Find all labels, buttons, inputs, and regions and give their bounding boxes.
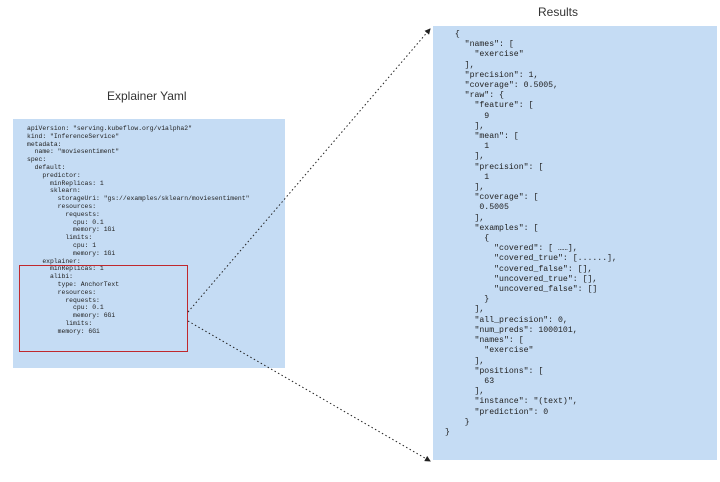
- json-line: ],: [445, 152, 485, 162]
- json-line: ],: [445, 60, 475, 70]
- json-line: "mean": [: [445, 132, 519, 142]
- yaml-line: metadata:: [27, 140, 62, 148]
- json-line: "names": [: [445, 40, 514, 50]
- yaml-line: sklearn:: [27, 187, 81, 195]
- yaml-line: cpu: 0.1: [27, 218, 104, 226]
- yaml-line: storageUri: "gs://examples/sklearn/movie…: [27, 195, 250, 203]
- json-line: "uncovered_false": []: [445, 285, 598, 295]
- yaml-line: minReplicas: 1: [27, 179, 104, 187]
- json-line: }: [445, 427, 450, 437]
- json-line: {: [445, 234, 490, 244]
- yaml-panel-title: Explainer Yaml: [107, 89, 187, 103]
- yaml-line: memory: 1Gi: [27, 249, 116, 257]
- json-line: "coverage": 0.5005,: [445, 81, 559, 91]
- json-line: ],: [445, 183, 485, 193]
- yaml-code-block: apiVersion: "serving.kubeflow.org/v1alph…: [27, 125, 249, 336]
- yaml-line: apiVersion: "serving.kubeflow.org/v1alph…: [27, 125, 192, 132]
- json-line: "all_precision": 0,: [445, 315, 568, 325]
- yaml-line: kind: "InferenceService": [27, 132, 120, 140]
- json-line: "covered_true": [......],: [445, 254, 617, 264]
- yaml-line: minReplicas: 1: [27, 265, 104, 273]
- yaml-line: type: AnchorText: [27, 280, 120, 288]
- yaml-line: spec:: [27, 156, 47, 164]
- json-line: "uncovered_true": [],: [445, 274, 598, 284]
- json-line: 1: [445, 172, 490, 182]
- yaml-line: name: "moviesentiment": [27, 148, 120, 156]
- yaml-line: cpu: 1: [27, 241, 97, 249]
- json-line: "num_preds": 1000101,: [445, 325, 578, 335]
- json-line: 9: [445, 111, 490, 121]
- json-line: "covered": [ ……],: [445, 244, 578, 254]
- json-line: "names": [: [445, 336, 524, 346]
- results-json-panel: { "names": [ "exercise" ], "precision": …: [433, 26, 717, 460]
- json-line: "covered_false": [],: [445, 264, 593, 274]
- json-line: 0.5005: [445, 203, 509, 213]
- yaml-line: memory: 6Gi: [27, 327, 100, 335]
- json-line: "coverage": [: [445, 193, 539, 203]
- yaml-line: memory: 6Gi: [27, 312, 116, 320]
- yaml-line: alibi:: [27, 273, 74, 281]
- yaml-line: default:: [27, 163, 66, 171]
- json-code-block: { "names": [ "exercise" ], "precision": …: [445, 30, 617, 438]
- yaml-line: limits:: [27, 319, 93, 327]
- json-line: "raw": {: [445, 91, 504, 101]
- yaml-line: cpu: 0.1: [27, 304, 104, 312]
- json-line: 63: [445, 376, 495, 386]
- yaml-line: predictor:: [27, 171, 81, 179]
- json-line: }: [445, 417, 470, 427]
- json-line: ],: [445, 356, 485, 366]
- json-line: "prediction": 0: [445, 407, 549, 417]
- yaml-line: requests:: [27, 210, 100, 218]
- json-line: ],: [445, 305, 485, 315]
- yaml-line: requests:: [27, 296, 100, 304]
- json-line: ],: [445, 213, 485, 223]
- json-line: ],: [445, 387, 485, 397]
- json-line: }: [445, 295, 490, 305]
- json-line: "exercise": [445, 346, 534, 356]
- explainer-highlight-box: [19, 265, 188, 352]
- yaml-line: explainer:: [27, 257, 81, 265]
- json-line: ],: [445, 121, 485, 131]
- json-line: {: [445, 30, 460, 39]
- yaml-line: limits:: [27, 234, 93, 242]
- json-line: "precision": [: [445, 162, 544, 172]
- json-line: "examples": [: [445, 223, 539, 233]
- yaml-line: resources:: [27, 288, 97, 296]
- json-line: 1: [445, 142, 490, 152]
- json-line: "precision": 1,: [445, 70, 539, 80]
- yaml-line: memory: 1Gi: [27, 226, 116, 234]
- json-line: "feature": [: [445, 101, 534, 111]
- json-line: "exercise": [445, 50, 524, 60]
- results-panel-title: Results: [538, 5, 579, 19]
- json-line: "instance": "(text)",: [445, 397, 578, 407]
- yaml-line: resources:: [27, 202, 97, 210]
- json-line: "positions": [: [445, 366, 544, 376]
